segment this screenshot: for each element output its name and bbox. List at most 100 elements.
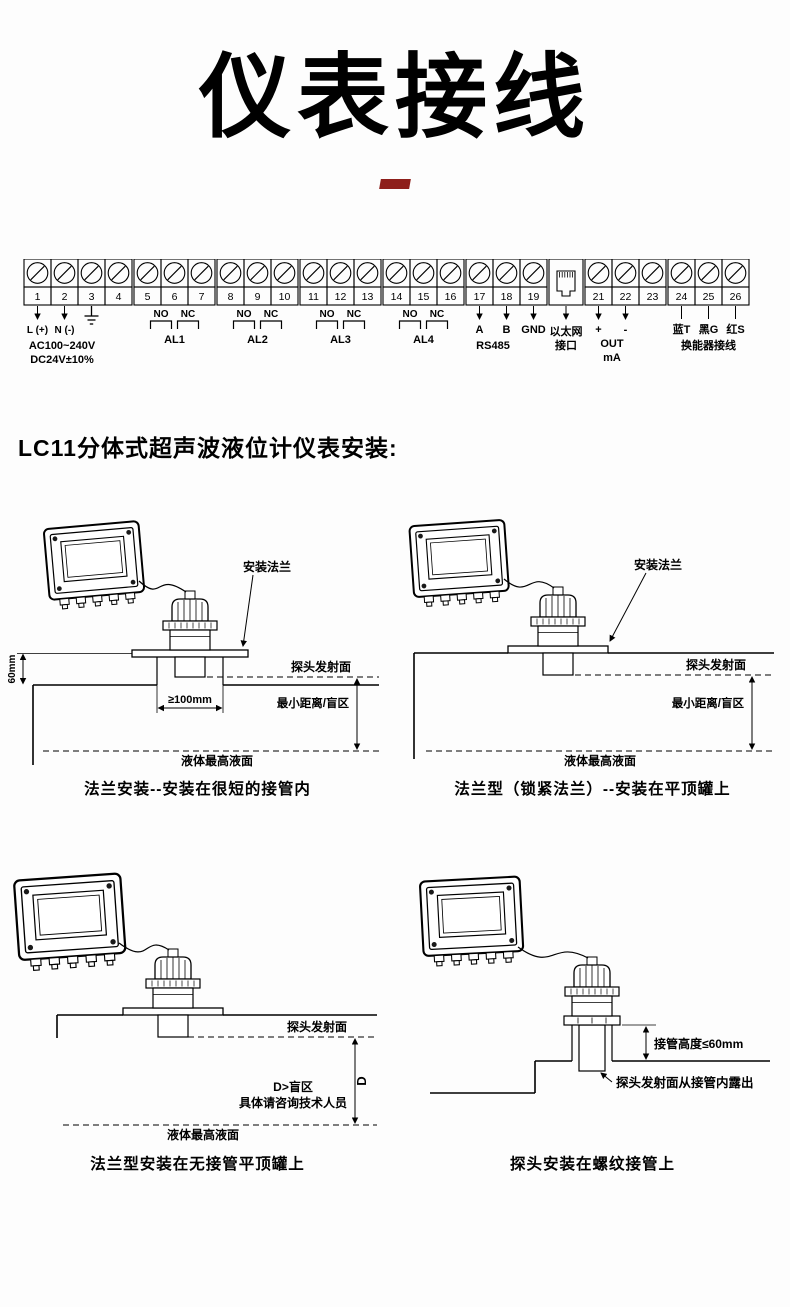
terminal-cell: 9: [243, 259, 272, 306]
diagram-flange-short-nozzle: 60mm ≥100mm 安装法兰 探头发射面 最小距离/盲区 液体最高液面 法兰…: [0, 513, 395, 799]
label-a: A: [476, 324, 484, 336]
probe-horn: [157, 1014, 189, 1038]
label-al2: AL2: [247, 334, 268, 346]
diagram-locking-flange-flat-tank: 安装法兰 探头发射面 最小距离/盲区 液体最高液面 法兰型（锁紧法兰）--安装在…: [395, 513, 790, 799]
probe-icon: [145, 948, 201, 1009]
diagram-threaded-nozzle: 接管高度≤60mm 探头发射面从接管内露出 探头安装在螺纹接管上: [395, 863, 790, 1174]
diagram-3-drawing: D 探头发射面 D>盲区 具体请咨询技术人员 液体最高液面: [12, 872, 377, 1142]
label-transducer: 换能器接线: [681, 338, 736, 352]
terminal-cell: 15: [409, 259, 438, 306]
label-no: NO: [320, 309, 335, 320]
diagram-4-drawing: 接管高度≤60mm 探头发射面从接管内露出: [418, 875, 770, 1094]
terminal-cell: 19: [519, 259, 548, 306]
relay-contact-icon: [342, 320, 366, 330]
terminal-number: 2: [62, 291, 68, 303]
terminal-number: 22: [620, 291, 632, 303]
mounting-flange: [131, 649, 249, 658]
probe-cable: [138, 580, 187, 593]
label-probe-face-note: 探头发射面从接管内露出: [616, 1075, 754, 1090]
diagram-1-caption: 法兰安装--安装在很短的接管内: [84, 781, 311, 799]
probe-cable: [118, 942, 170, 953]
terminal-cell: 25: [694, 259, 723, 306]
terminal-number: 5: [145, 291, 151, 303]
label-d-note-2: 具体请咨询技术人员: [239, 1095, 347, 1110]
label-al3: AL3: [330, 334, 351, 346]
terminal-number: 8: [228, 291, 234, 303]
mounting-flange: [122, 1007, 224, 1016]
diagram-3-caption: 法兰型安装在无接管平顶罐上: [90, 1156, 305, 1174]
label-max-level: 液体最高液面: [167, 1127, 239, 1142]
installation-diagrams: 60mm ≥100mm 安装法兰 探头发射面 最小距离/盲区 液体最高液面 法兰…: [0, 513, 790, 1174]
relay-contact-icon: [232, 320, 256, 330]
label-b: B: [503, 324, 511, 336]
label-blind-zone: 最小距离/盲区: [672, 696, 745, 710]
label-rs485: RS485: [476, 340, 510, 352]
label-power-ac: AC100~240V: [29, 340, 96, 352]
terminal-cell: 10: [270, 259, 299, 306]
probe-icon: [564, 956, 620, 1017]
label-power-dc: DC24V±10%: [30, 354, 94, 366]
probe-icon: [530, 586, 586, 647]
label-d-note-1: D>盲区: [273, 1079, 313, 1094]
label-plus: +: [595, 324, 601, 336]
label-ethernet-2: 接口: [555, 338, 577, 352]
label-black: 黑G: [699, 323, 719, 336]
controller-icon: [12, 872, 128, 973]
terminal-cell: 3: [77, 259, 106, 306]
label-pipe-height: 接管高度≤60mm: [654, 1036, 743, 1051]
probe-horn: [542, 652, 574, 676]
diagram-2-caption: 法兰型（锁紧法兰）--安装在平顶罐上: [454, 781, 731, 799]
terminal-number: 26: [730, 291, 742, 303]
relay-contact-icon: [259, 320, 283, 330]
page-title: 仪表接线: [198, 47, 591, 149]
mounting-flange: [507, 645, 609, 654]
probe-cable: [503, 578, 555, 589]
label-out: OUT: [600, 338, 624, 350]
label-mounting-flange: 安装法兰: [634, 557, 682, 572]
label-al1: AL1: [164, 334, 185, 346]
label-probe-face: 探头发射面: [287, 1019, 347, 1034]
diagram-flange-no-nozzle: D 探头发射面 D>盲区 具体请咨询技术人员 液体最高液面 法兰型安装在无接管平…: [0, 863, 395, 1174]
terminal-cell: 21: [584, 259, 613, 306]
diagram-4-caption: 探头安装在螺纹接管上: [509, 1156, 675, 1174]
relay-contact-icon: [425, 320, 449, 330]
terminal-cell: 17: [465, 259, 494, 306]
terminal-labels: L (+) N (-) AC100~240V DC24V±10% NO NC A…: [27, 306, 745, 366]
terminal-cell: 4: [104, 259, 133, 306]
terminal-cell: 7: [187, 259, 216, 306]
terminal-number: 10: [279, 291, 291, 303]
label-neutral: N (-): [55, 325, 75, 336]
probe-icon: [162, 590, 218, 651]
label-max-level: 液体最高液面: [564, 753, 636, 768]
terminal-cell: 22: [611, 259, 640, 306]
section-heading: LC11分体式超声波液位计仪表安装:: [18, 435, 398, 462]
label-probe-face: 探头发射面: [686, 657, 746, 672]
terminal-number: 4: [116, 291, 122, 303]
terminal-number: 12: [335, 291, 347, 303]
label-red: 红S: [726, 322, 744, 336]
label-no: NO: [237, 309, 252, 320]
terminal-number: 16: [445, 291, 457, 303]
terminal-cell: 8: [216, 259, 245, 306]
terminal-number: 1: [35, 291, 41, 303]
probe-cable: [517, 946, 589, 959]
label-nc: NC: [181, 309, 195, 320]
terminal-number: 18: [501, 291, 513, 303]
terminal-number: 17: [474, 291, 486, 303]
label-100mm: ≥100mm: [168, 694, 212, 706]
label-mounting-flange: 安装法兰: [243, 559, 291, 574]
terminal-number: 11: [308, 291, 319, 303]
terminal-number: 19: [528, 291, 540, 303]
terminal-number: 24: [676, 291, 688, 303]
label-no: NO: [403, 309, 418, 320]
ethernet-port: [548, 259, 584, 306]
terminal-cell: 26: [721, 259, 750, 306]
diagram-1-drawing: 60mm ≥100mm 安装法兰 探头发射面 最小距离/盲区 液体最高液面: [7, 520, 379, 768]
controller-icon: [418, 875, 525, 968]
label-gnd: GND: [521, 324, 546, 336]
diagram-2-drawing: 安装法兰 探头发射面 最小距离/盲区 液体最高液面: [408, 518, 774, 768]
terminal-number: 7: [199, 291, 205, 303]
controller-icon: [408, 518, 511, 609]
